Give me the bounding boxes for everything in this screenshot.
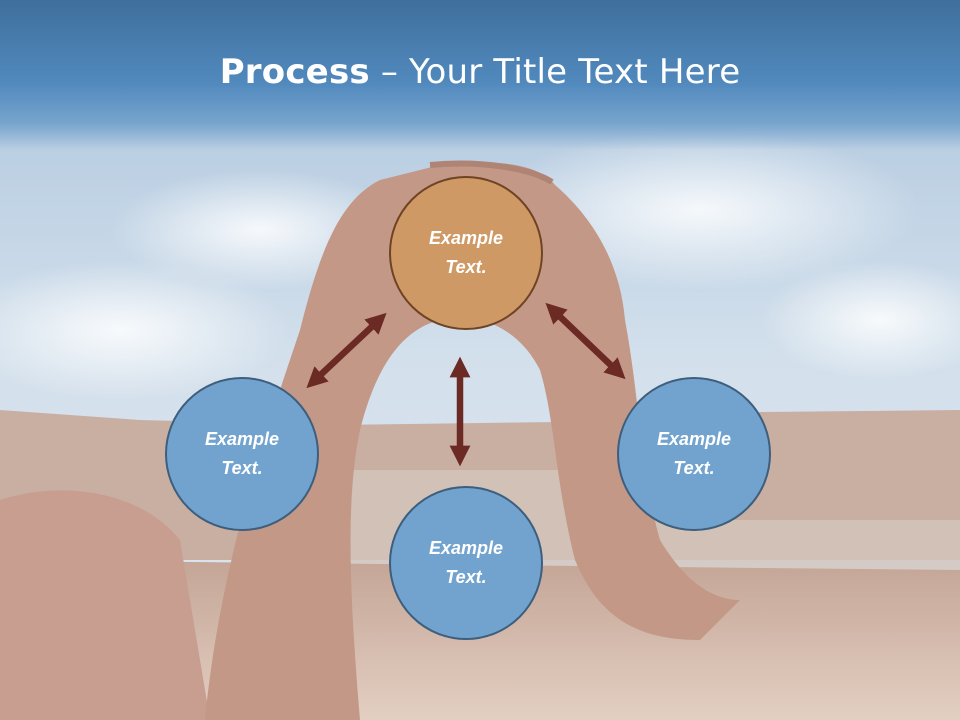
node-left-label: Example Text. [204,429,280,478]
slide-title: Process – Your Title Text Here [0,52,960,92]
node-right-label: Example Text. [656,429,732,478]
arrow-top-right [545,302,626,380]
node-bottom-label: Example Text. [428,538,504,587]
node-right: Example Text. [617,377,771,531]
node-top-label: Example Text. [428,228,504,277]
node-bottom: Example Text. [389,486,543,640]
title-rest: – Your Title Text Here [369,52,741,92]
title-bar [0,0,960,150]
node-top: Example Text. [389,176,543,330]
node-left: Example Text. [165,377,319,531]
title-bold: Process [219,52,370,92]
arrow-top-left [306,312,387,389]
